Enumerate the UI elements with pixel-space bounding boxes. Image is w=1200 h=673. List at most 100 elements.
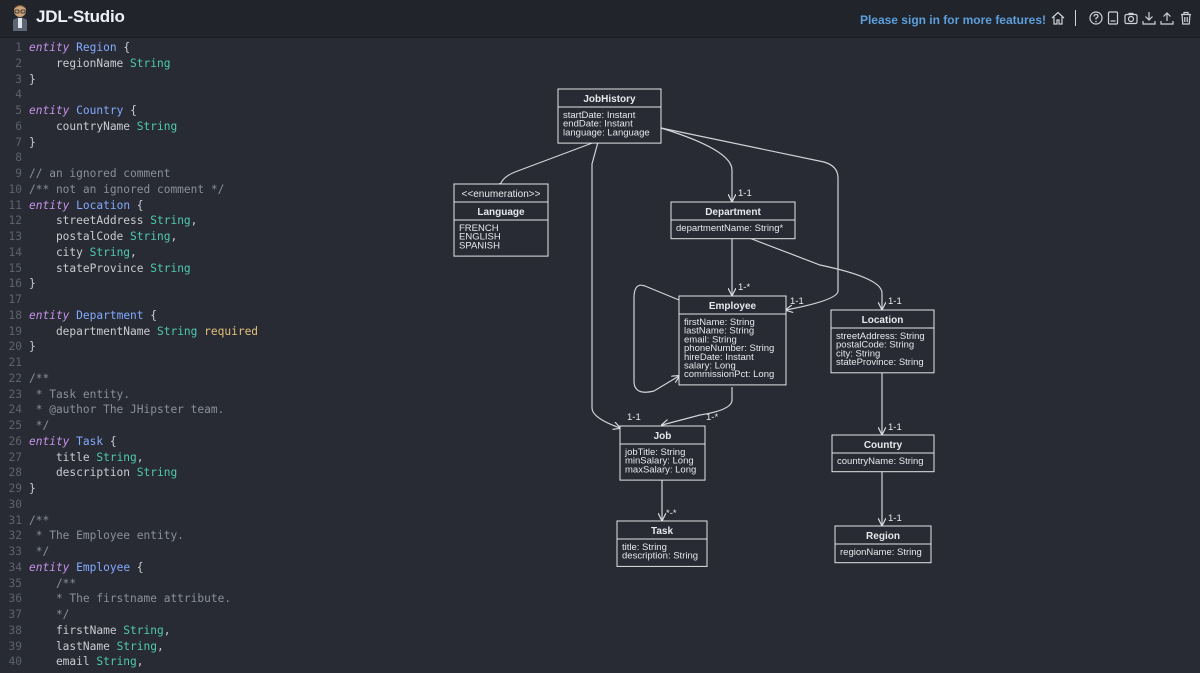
entity-field: lastName: String: [684, 326, 754, 337]
jhipster-logo-icon: [10, 4, 30, 32]
code-text: * Task entity.: [29, 387, 131, 401]
code-text: regionName String: [29, 56, 171, 70]
entity-title: Job: [654, 431, 672, 442]
upload-icon[interactable]: [1160, 11, 1174, 25]
code-text: city String,: [29, 245, 137, 259]
code-text: /** not an ignored comment */: [29, 182, 225, 196]
line-number: 26: [8, 434, 22, 448]
cardinality-label-dept-loc: 1-1: [888, 296, 902, 307]
entity-box-language[interactable]: <<enumeration>>LanguageFRENCHENGLISHSPAN…: [453, 183, 549, 257]
toolbar-divider: [1075, 10, 1076, 26]
file-icon[interactable]: [1106, 11, 1120, 25]
entity-field: firstName: String: [684, 317, 755, 328]
sign-in-link[interactable]: Please sign in for more features!: [859, 13, 1046, 27]
entity-title: Country: [864, 440, 903, 451]
code-text: entity Task {: [29, 434, 117, 448]
entity-title: Task: [651, 526, 673, 537]
line-number: 7: [15, 135, 22, 149]
line-number: 31: [8, 513, 22, 527]
entity-field: phoneNumber: String: [684, 343, 774, 354]
line-number: 18: [8, 308, 22, 322]
home-icon[interactable]: [1051, 11, 1065, 25]
line-number: 32: [8, 529, 22, 543]
cardinality-label-country-region: 1-1: [888, 513, 902, 524]
cardinality-label-jh-emp: 1-1: [790, 296, 804, 307]
code-text: streetAddress String,: [29, 214, 198, 228]
line-number: 4: [15, 88, 22, 102]
entity-box-country[interactable]: Country countryName: String: [831, 434, 935, 473]
line-number: 40: [8, 655, 22, 668]
entity-field: language: Language: [563, 127, 650, 138]
line-number: 24: [8, 403, 22, 417]
line-number: 23: [8, 387, 22, 401]
entity-field: description: String: [622, 551, 698, 562]
line-number: 21: [8, 356, 22, 369]
code-text: departmentName String required: [29, 324, 259, 338]
relationship-edge: [500, 141, 596, 188]
cardinality-label-jh-dept: 1-1: [738, 188, 752, 199]
entity-title: Region: [866, 531, 900, 542]
relationship-edge: [662, 387, 733, 425]
entity-title: Location: [862, 315, 904, 326]
entity-field: endDate: Instant: [563, 119, 633, 130]
entity-title: Employee: [709, 301, 757, 312]
line-number: 13: [8, 230, 22, 243]
line-number: 39: [8, 639, 22, 653]
code-text: entity Location {: [29, 198, 144, 212]
line-number: 34: [8, 560, 22, 574]
line-number: 5: [15, 104, 22, 117]
code-text: */: [29, 419, 50, 432]
line-number: 25: [8, 419, 22, 432]
relationship-edge: [633, 284, 679, 393]
camera-icon[interactable]: [1124, 11, 1138, 25]
code-text: entity Department {: [29, 308, 158, 322]
entity-field: minSalary: Long: [625, 456, 694, 467]
entity-field: streetAddress: String: [836, 331, 925, 342]
code-text: firstName String,: [29, 623, 171, 637]
code-text: entity Country {: [29, 104, 137, 117]
cardinality-label-emp-job: 1-*: [706, 412, 718, 423]
code-text: }: [29, 135, 36, 149]
entity-field: salary: Long: [684, 361, 736, 372]
line-number: 33: [8, 545, 22, 558]
line-number: 12: [8, 214, 22, 228]
code-text: lastName String,: [29, 639, 164, 653]
relationship-edge: [660, 127, 732, 201]
relationship-edge: [660, 127, 839, 310]
entity-field: commissionPct: Long: [684, 369, 774, 380]
code-text: /**: [29, 371, 50, 385]
line-number: 20: [8, 340, 22, 354]
entity-field: ENGLISH: [459, 232, 501, 243]
line-number: 15: [8, 261, 22, 275]
help-icon[interactable]: [1089, 11, 1103, 25]
line-number: 29: [8, 482, 22, 495]
stereotype-label: <<enumeration>>: [462, 189, 541, 200]
cardinality-label-dept-emp: 1-*: [738, 282, 750, 293]
line-number: 16: [8, 277, 22, 291]
app-title: JDL-Studio: [36, 7, 125, 26]
cardinality-label-job-task: *-*: [666, 508, 677, 519]
entity-field: stateProvince: String: [836, 357, 924, 368]
entity-field: postalCode: String: [836, 340, 914, 351]
line-number: 3: [15, 72, 22, 86]
line-number: 36: [8, 592, 22, 606]
cardinality-label-loc-country: 1-1: [888, 422, 902, 433]
download-icon[interactable]: [1142, 11, 1156, 25]
trash-icon[interactable]: [1179, 11, 1193, 25]
entity-field: title: String: [622, 542, 667, 553]
entity-box-location[interactable]: Location streetAddress: StringpostalCode:…: [830, 309, 935, 374]
code-text: */: [29, 545, 50, 558]
line-number: 6: [15, 119, 22, 133]
entity-field: countryName: String: [837, 456, 924, 467]
code-text: title String,: [29, 450, 144, 464]
line-number: 37: [8, 608, 22, 621]
